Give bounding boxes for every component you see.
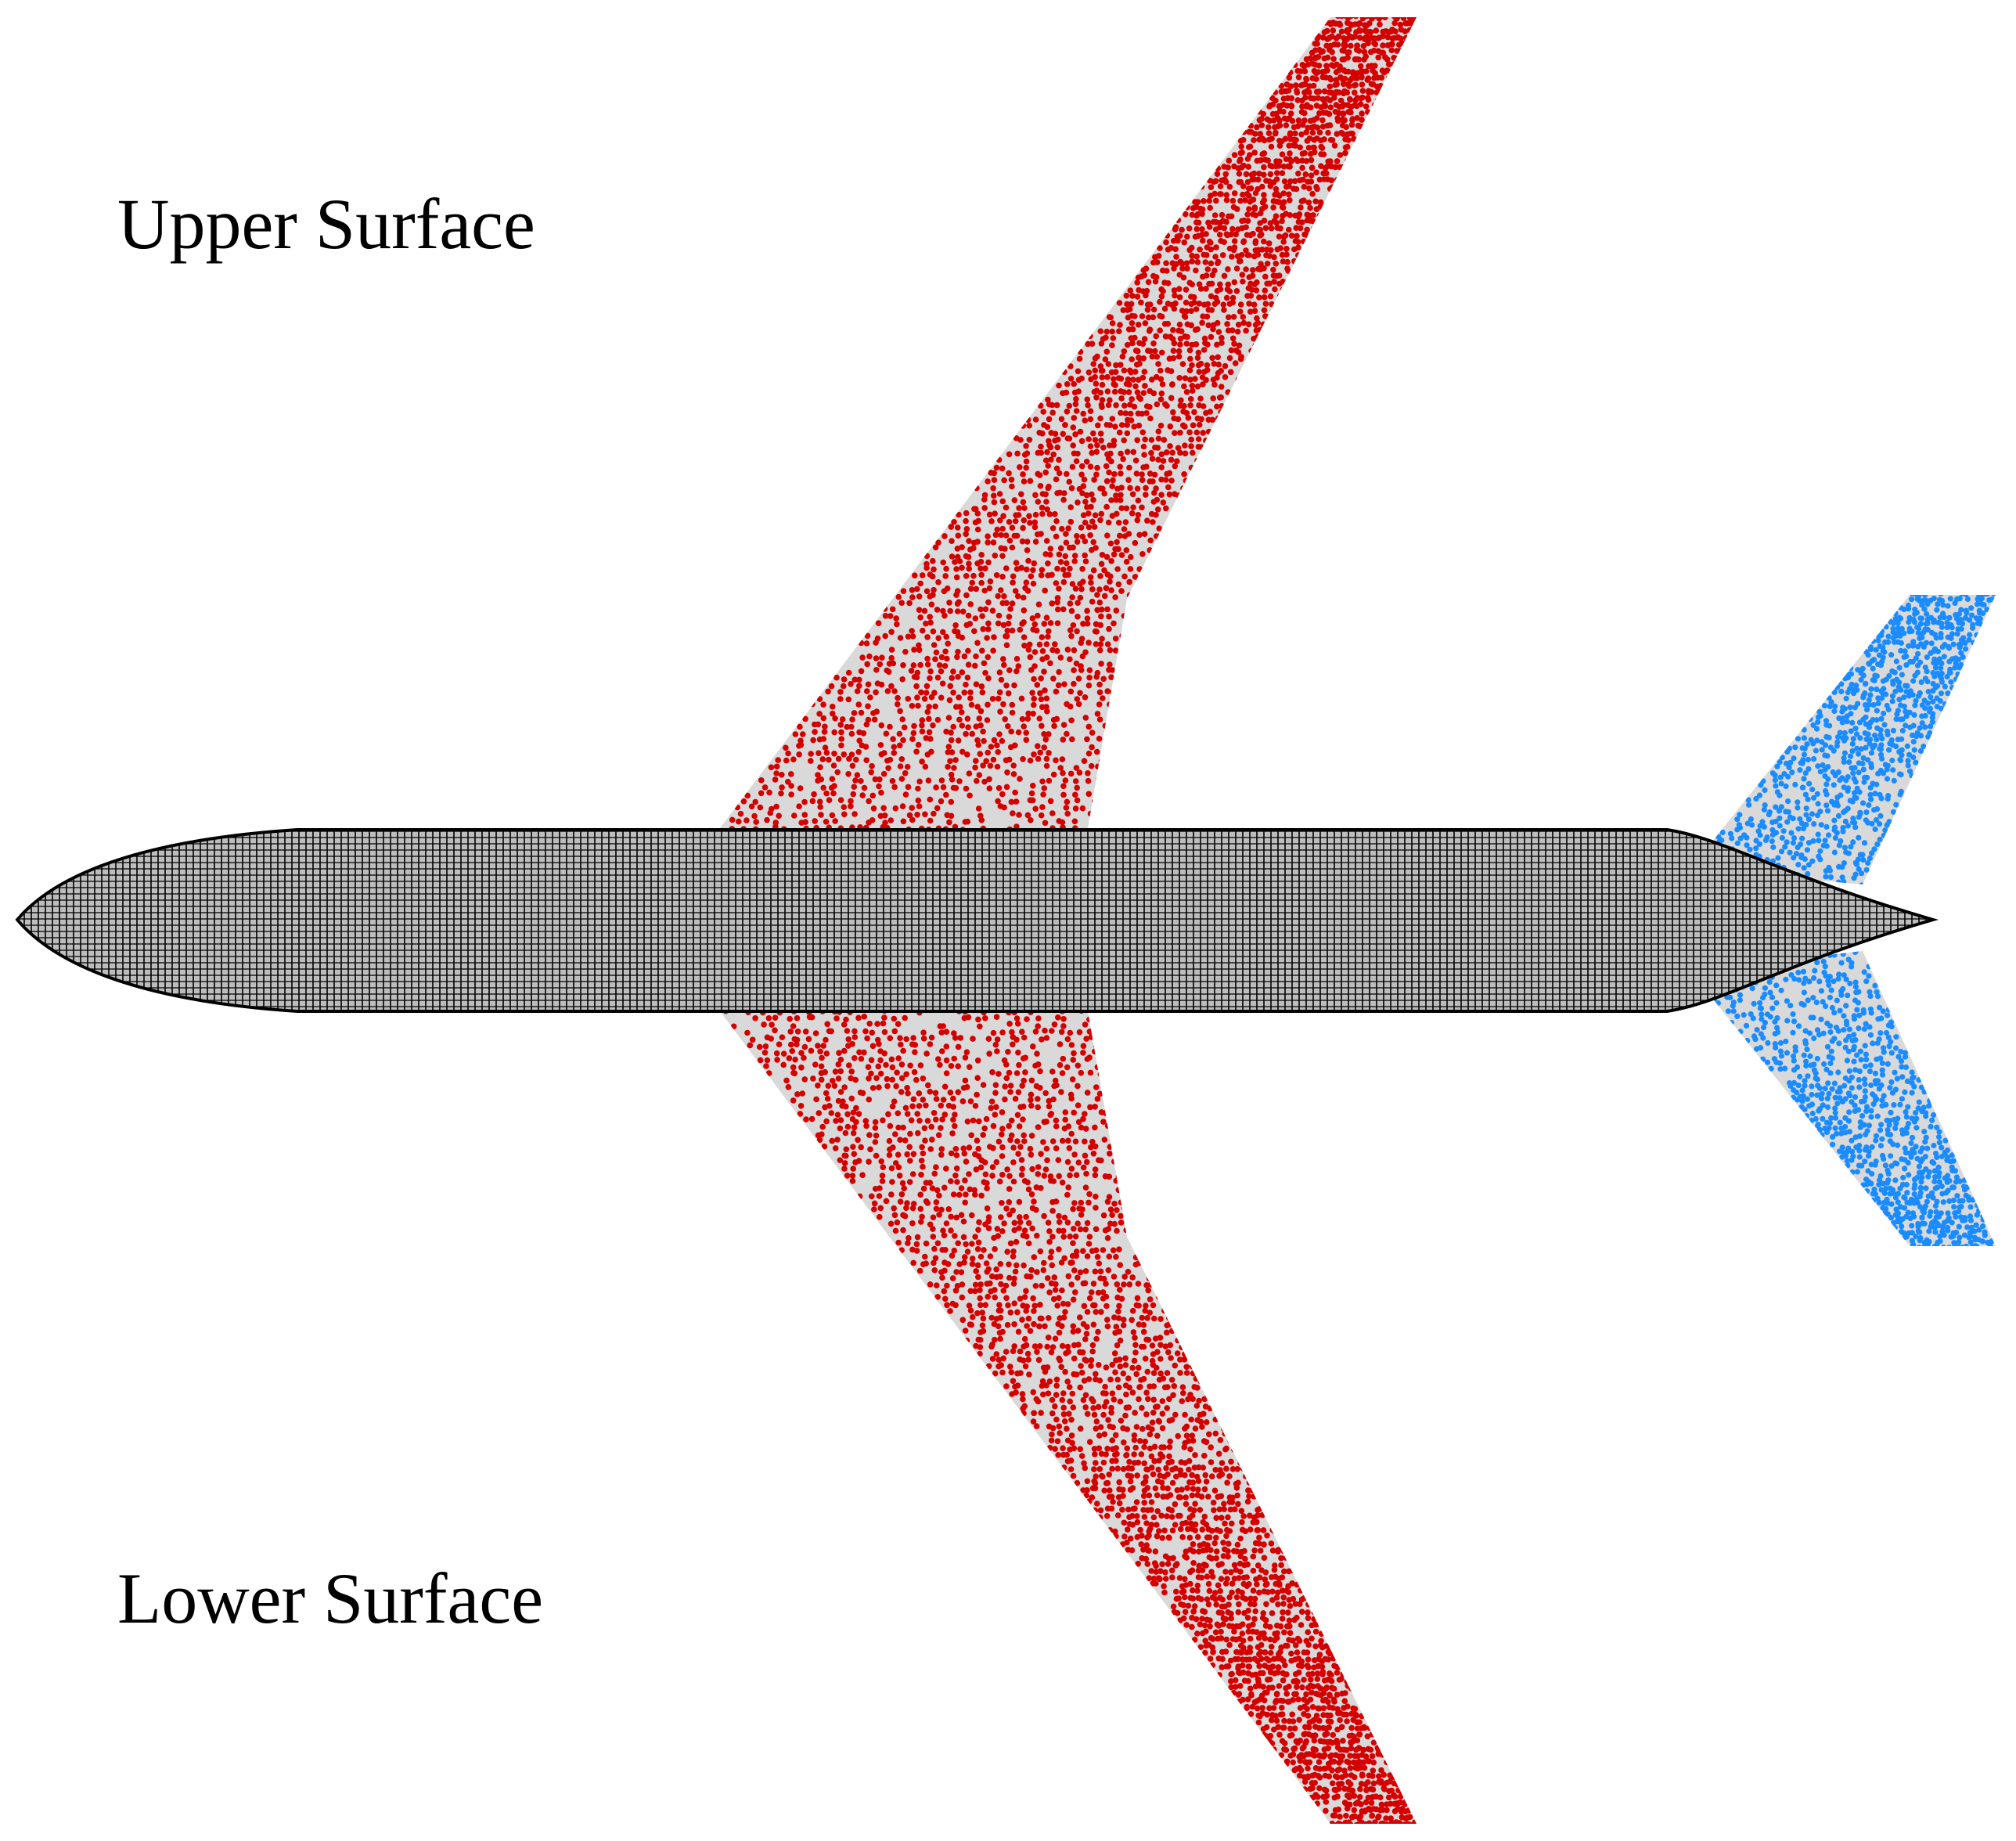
horizontal-tail-lower <box>1690 951 1996 1246</box>
fuselage-mesh <box>15 828 1939 1013</box>
horizontal-tail-upper-points <box>1695 595 1996 884</box>
horizontal-tail-lower-points <box>1701 951 1995 1246</box>
fuselage-outline <box>15 828 1939 1013</box>
horizontal-tail-upper <box>1690 595 1996 884</box>
upper-surface-label: Upper Surface <box>117 184 535 264</box>
main-wing-lower <box>720 1011 1417 1824</box>
main-wing-upper <box>720 17 1417 828</box>
lower-surface-label: Lower Surface <box>117 1558 544 1638</box>
